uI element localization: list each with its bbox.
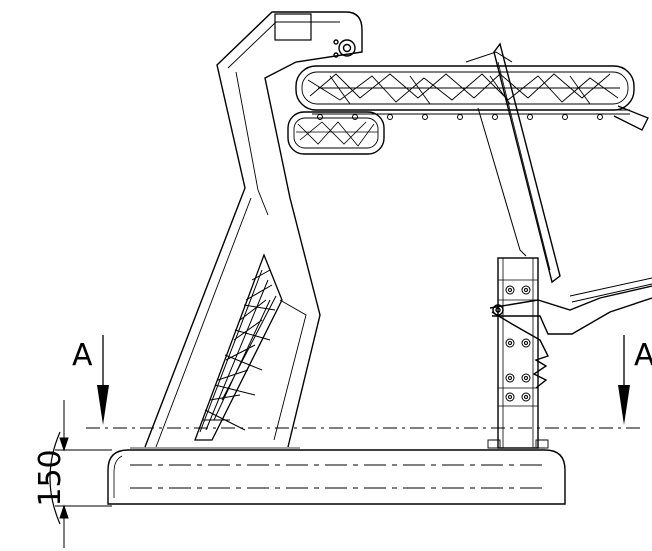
back-pad	[465, 42, 561, 284]
top-arm	[295, 65, 635, 115]
top-arm-lattice	[307, 73, 620, 105]
main-column	[144, 11, 363, 448]
dimension-value: 150	[33, 449, 68, 506]
lower-pad	[287, 111, 385, 155]
seat-bracket	[489, 277, 652, 389]
right-post	[487, 257, 549, 449]
base-hidden-lines	[130, 464, 545, 489]
section-marker-left: A	[72, 335, 109, 425]
post-bolts	[505, 285, 531, 402]
top-arm-rivets	[317, 114, 603, 120]
base-plinth	[107, 447, 566, 505]
section-marker-right: A	[618, 335, 652, 425]
dimension-150	[49, 400, 112, 548]
section-label-right: A	[634, 338, 652, 373]
column-lattice-panel	[194, 253, 283, 441]
section-label-left: A	[72, 338, 93, 373]
top-arm-handle	[613, 105, 649, 131]
